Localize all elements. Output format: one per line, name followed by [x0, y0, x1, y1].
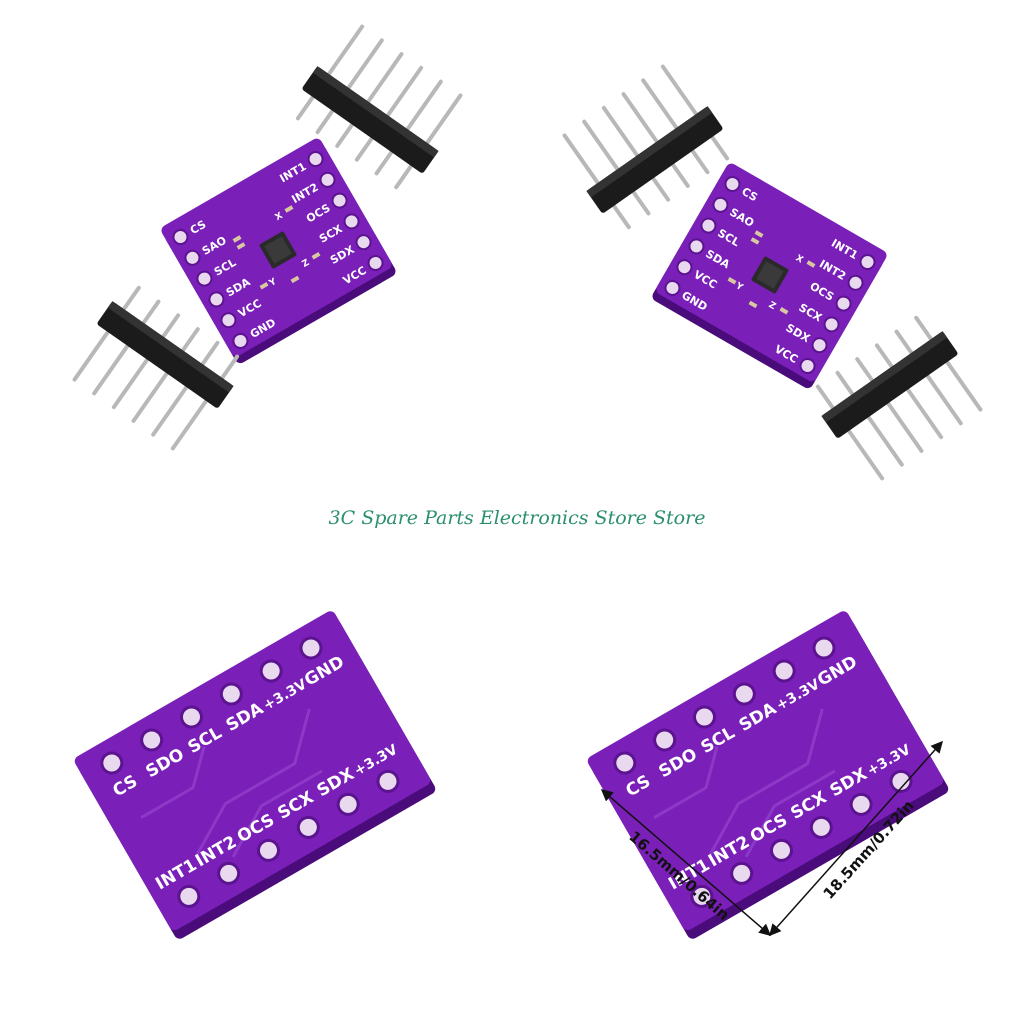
pin-header-upper-right — [562, 64, 730, 230]
top-right-product-view: CS SAO SCL SDA VCC GND INT1 INT2 OCS SCX… — [562, 64, 983, 481]
pad-row-bottom — [177, 769, 400, 908]
breakout-board-top-right: CS SAO SCL SDA VCC GND INT1 INT2 OCS SCX… — [652, 163, 887, 389]
dimension-arrow-long — [769, 740, 943, 937]
axis-z: Z — [767, 300, 778, 312]
store-watermark: 3C Spare Parts Electronics Store Store — [329, 507, 706, 529]
axis-z: Z — [301, 258, 312, 270]
header-plastic — [302, 67, 438, 173]
pin-header-lower — [72, 285, 240, 451]
trace-lines — [140, 708, 323, 858]
breakout-board-top-left: CS SAO SCL SDA VCC GND INT1 INT2 OCS SCX… — [161, 138, 396, 364]
axis-x: X — [274, 211, 285, 223]
bottom-left-product-view: CS SDO SCL SDA +3.3V GND INT1 INT2 OCS S… — [74, 611, 436, 939]
dimension-arrow-short — [600, 789, 772, 936]
smd-components — [232, 205, 321, 290]
axis-x: X — [794, 253, 805, 265]
pcb — [587, 611, 944, 931]
axis-y: Y — [733, 281, 745, 294]
pad-row-right — [307, 151, 384, 271]
pad-row-left — [172, 229, 249, 349]
pin-header-lower-right — [815, 315, 983, 481]
pcb — [74, 611, 431, 931]
header-pins — [295, 24, 463, 190]
pad-row-top — [100, 636, 323, 775]
bottom-right-product-view: CS SDO SCL SDA +3.3V GND INT1 INT2 OCS S… — [587, 611, 949, 939]
axis-y: Y — [267, 277, 279, 290]
top-left-product-view: CS SAO SCL SDA VCC GND INT1 INT2 OCS SCX… — [72, 24, 463, 451]
pin-header-upper — [295, 24, 463, 190]
